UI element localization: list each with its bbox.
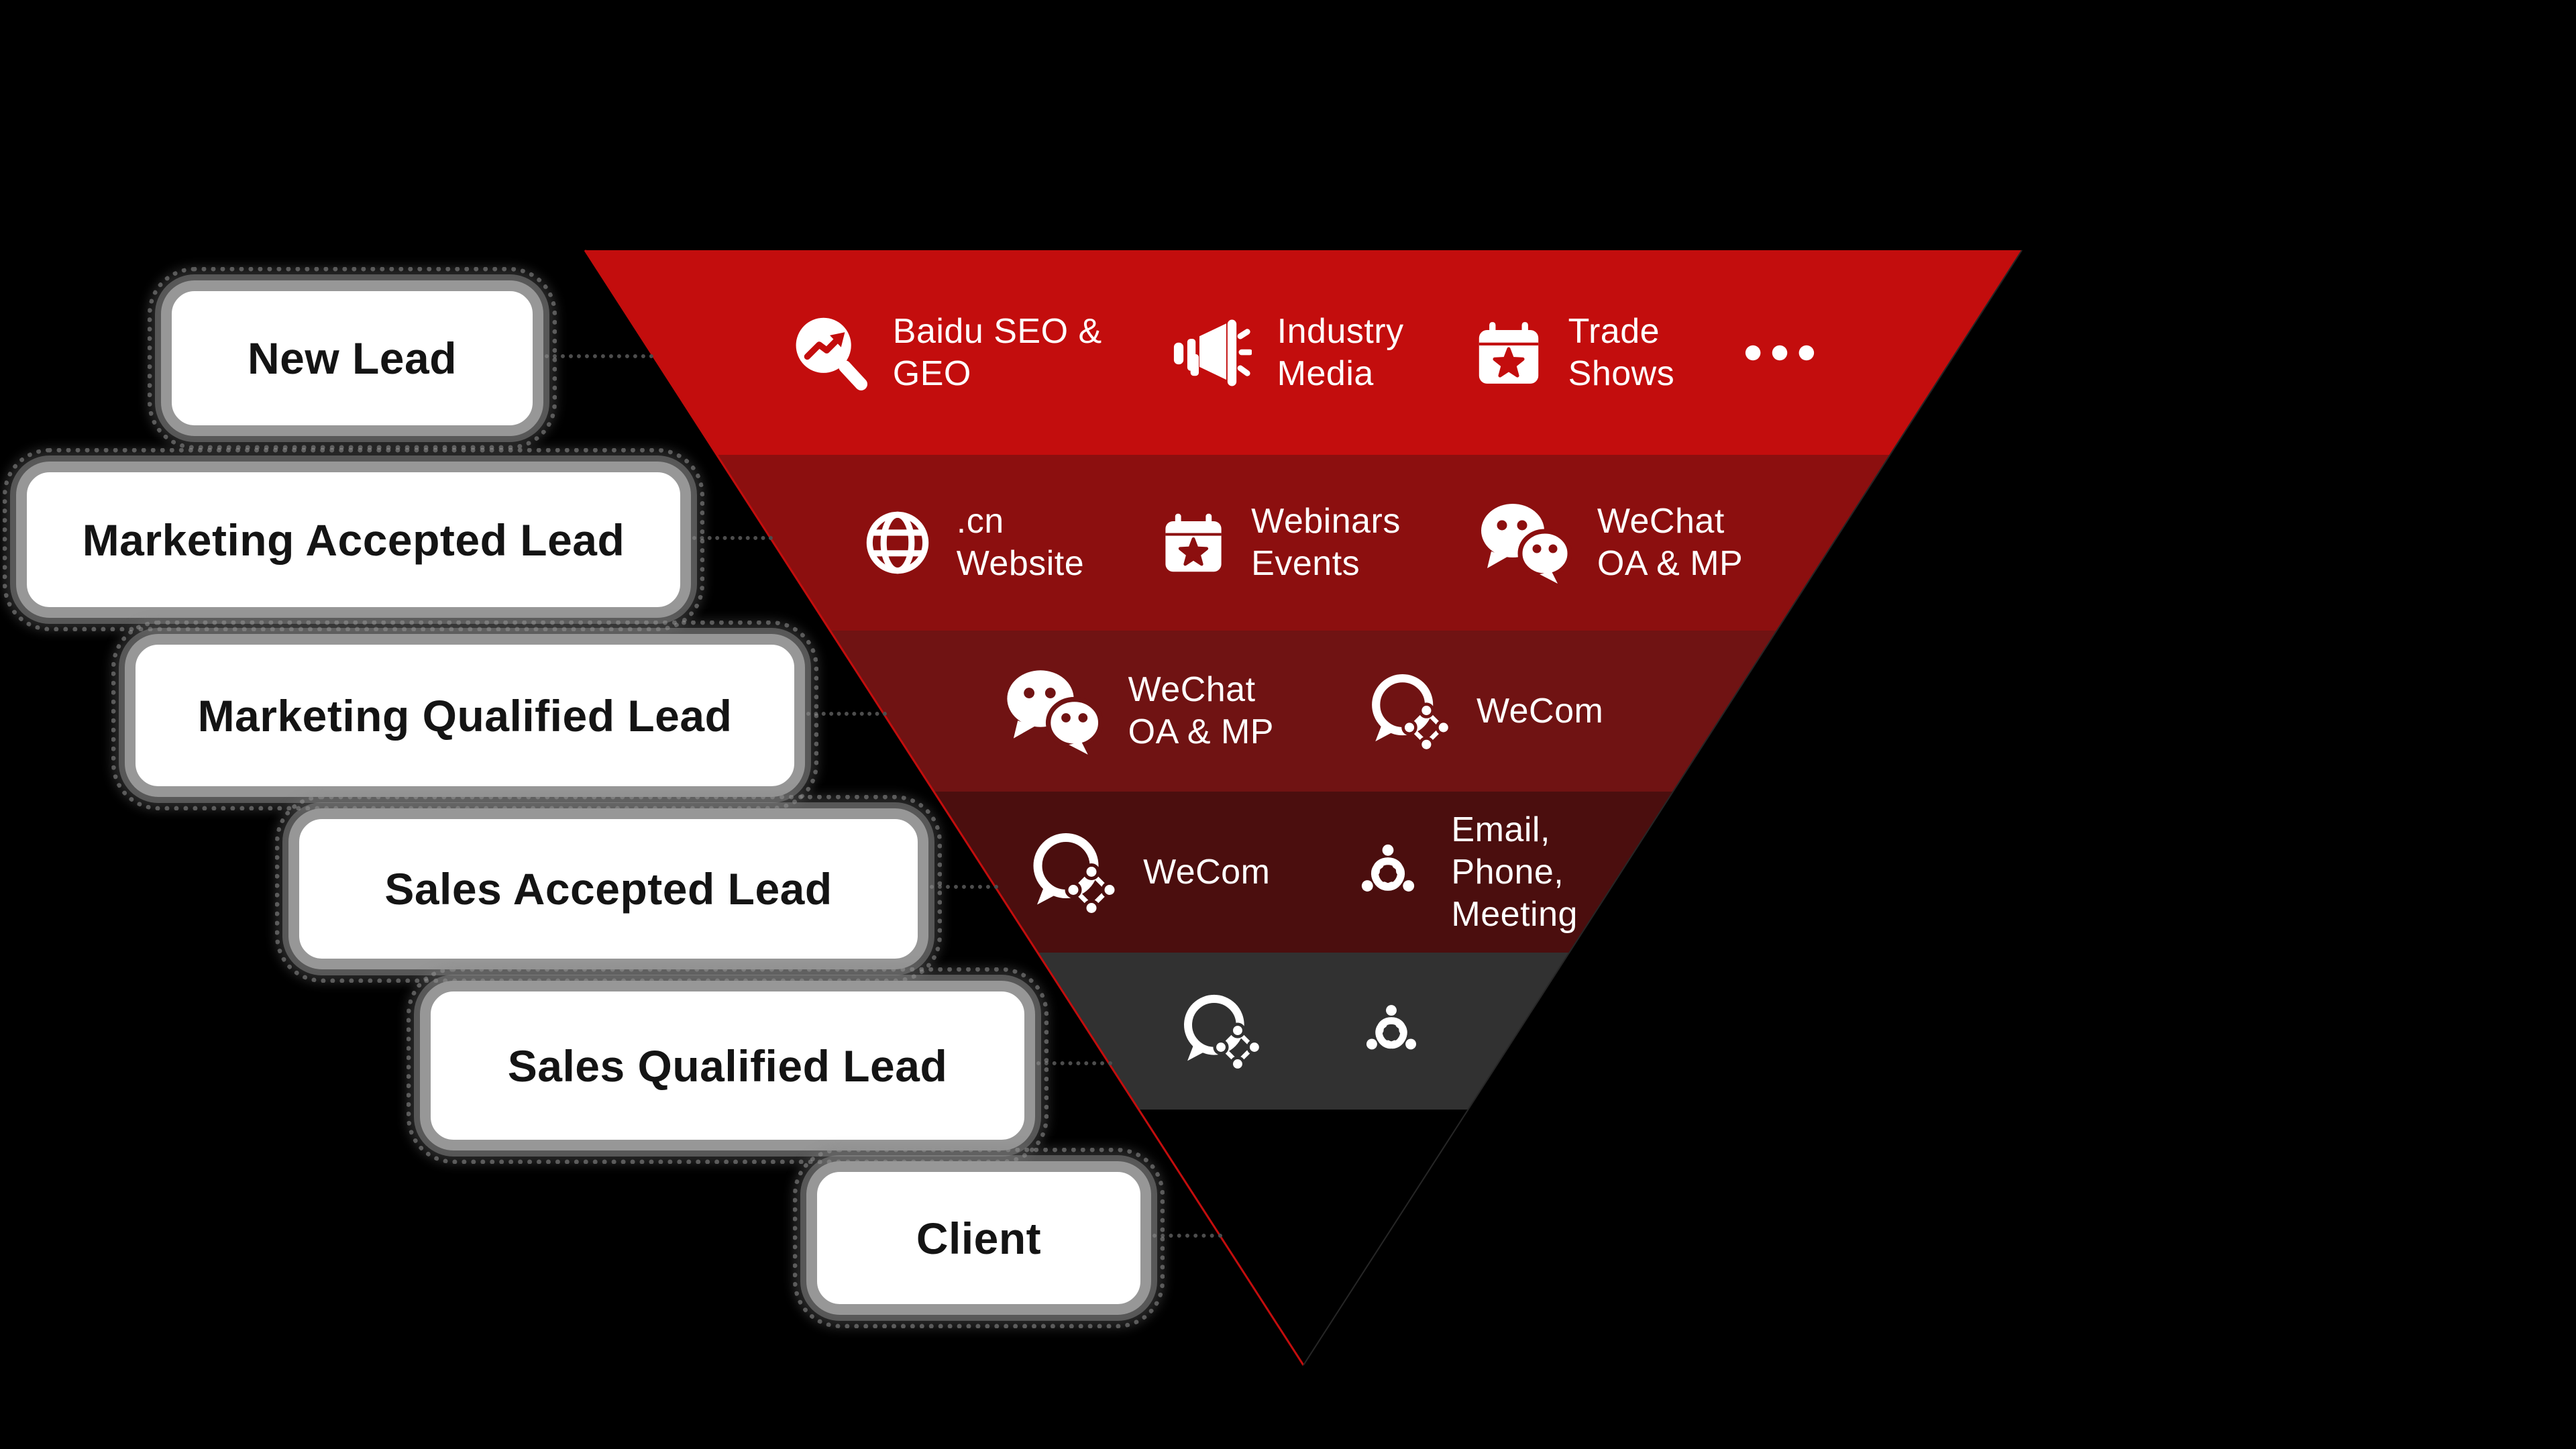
leader-marketing-accepted-lead: [692, 536, 773, 540]
seo-search-icon: [792, 313, 867, 392]
stage-sales-accepted-lead: Sales Accepted Lead: [275, 795, 942, 983]
channel-wechat-oa-mp: WeChat OA & MP: [1478, 500, 1743, 585]
leader-client: [1152, 1234, 1222, 1238]
channel-industry-media: Industry Media: [1173, 311, 1404, 395]
ellipsis-icon: [1745, 343, 1815, 362]
channel-wecom: WeCom: [1368, 672, 1603, 751]
wecom-icon: [1029, 830, 1118, 914]
calendar-star-icon: [1474, 319, 1543, 386]
channel-label: WeChat OA & MP: [1128, 670, 1274, 751]
channel-label: WeCom: [1476, 691, 1604, 731]
channel-label: Trade Shows: [1568, 311, 1675, 393]
stage-marketing-qualified-lead: Marketing Qualified Lead: [111, 621, 818, 810]
leader-new-lead: [545, 354, 653, 358]
funnel-band-interest: .cn Website Webinars Events WeChat OA & …: [585, 455, 2022, 631]
stage-label: Marketing Qualified Lead: [197, 690, 733, 741]
stage-marketing-accepted-lead: Marketing Accepted Lead: [3, 448, 704, 631]
wecom-icon: [1368, 672, 1451, 751]
channel-label: .cn Website: [956, 502, 1085, 583]
leader-sales-accepted-lead: [930, 885, 998, 889]
stage-client: Client: [793, 1148, 1165, 1328]
leader-sales-qualified-lead: [1036, 1061, 1112, 1065]
meeting-icon: [1356, 994, 1427, 1069]
channel-label: Baidu SEO & GEO: [892, 311, 1102, 393]
channel-wechat-oa-mp: WeChat OA & MP: [1004, 667, 1274, 756]
channel-label: WeChat OA & MP: [1597, 502, 1743, 583]
channel-wecom: [1180, 992, 1262, 1070]
wechat-icon: [1478, 500, 1572, 585]
channel-baidu-seo: Baidu SEO & GEO: [792, 311, 1102, 395]
funnel-band-awareness: Baidu SEO & GEO Industry Media Trade Sho…: [585, 250, 2022, 455]
channel-more: [1745, 343, 1815, 362]
wechat-icon: [1004, 667, 1103, 756]
channel-label: Webinars Events: [1251, 502, 1401, 583]
channel-label: Email, Phone, Meeting: [1451, 810, 1578, 934]
channel-label: Industry Media: [1277, 311, 1404, 393]
wecom-icon: [1180, 992, 1262, 1070]
leader-marketing-qualified-lead: [806, 712, 887, 716]
calendar-star-icon: [1161, 511, 1226, 574]
channel-cn-website: .cn Website: [864, 500, 1084, 585]
stage-new-lead: New Lead: [148, 267, 557, 449]
channel-webinars-events: Webinars Events: [1161, 500, 1401, 585]
stage-sales-qualified-lead: Sales Qualified Lead: [407, 967, 1049, 1164]
channel-wecom: WeCom: [1029, 830, 1270, 914]
stage-label: Marketing Accepted Lead: [82, 515, 625, 565]
channel-direct-contact: Email, Phone, Meeting: [1350, 809, 1578, 936]
globe-icon: [864, 509, 931, 576]
stage-label: Client: [916, 1213, 1042, 1263]
channel-label: WeCom: [1143, 852, 1271, 892]
stage-label: Sales Accepted Lead: [384, 864, 833, 914]
meeting-icon: [1350, 833, 1426, 912]
channel-trade-shows: Trade Shows: [1474, 311, 1675, 395]
stage-label: Sales Qualified Lead: [507, 1040, 948, 1091]
stage-label: New Lead: [247, 333, 458, 383]
channel-meeting: [1356, 994, 1427, 1069]
lead-funnel: Baidu SEO & GEO Industry Media Trade Sho…: [585, 250, 2022, 1365]
megaphone-icon: [1173, 315, 1252, 391]
